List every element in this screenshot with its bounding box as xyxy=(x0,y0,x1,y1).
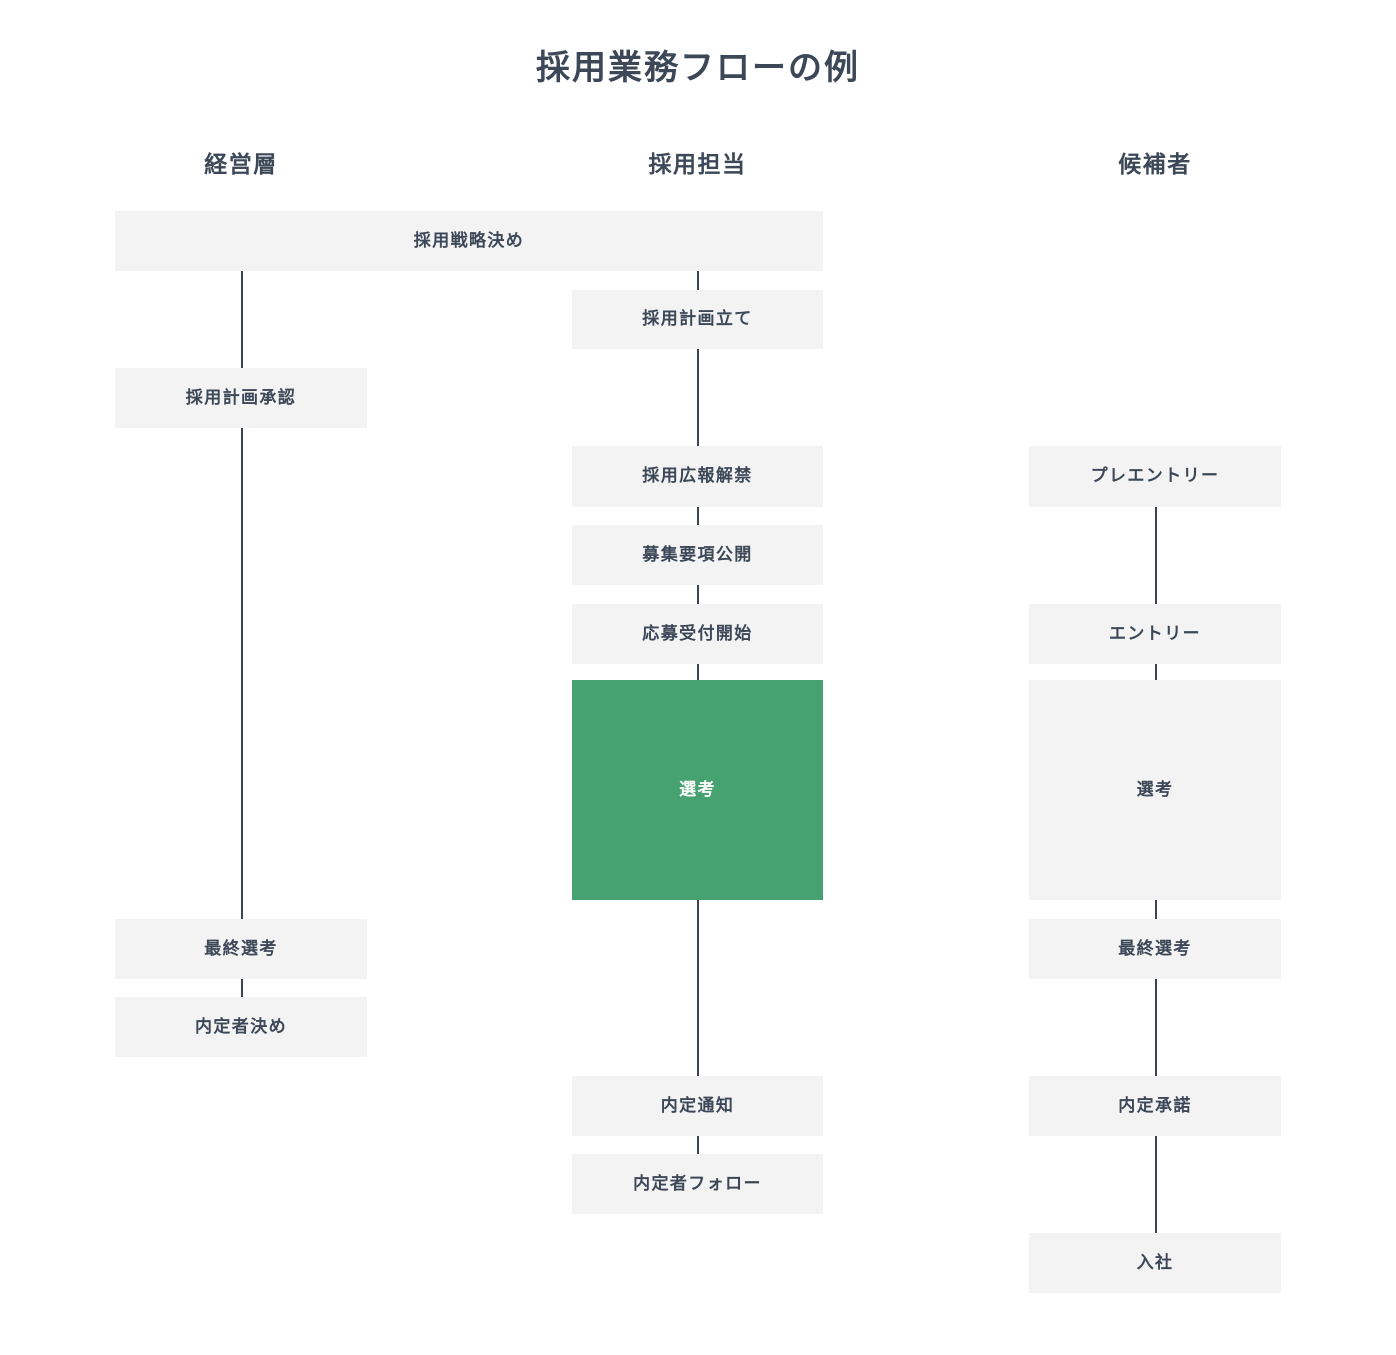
flow-node[interactable]: 入社 xyxy=(1029,1233,1281,1293)
connector-line xyxy=(697,1136,699,1154)
connector-line xyxy=(697,585,699,604)
flow-node[interactable]: 内定者決め xyxy=(115,997,367,1057)
flow-node[interactable]: 最終選考 xyxy=(115,919,367,979)
flow-node[interactable]: 採用広報解禁 xyxy=(572,446,823,507)
connector-line xyxy=(241,979,243,997)
connector-line xyxy=(1155,1136,1157,1233)
flow-node[interactable]: 応募受付開始 xyxy=(572,604,823,664)
connector-line xyxy=(1155,979,1157,1076)
flow-node[interactable]: 内定者フォロー xyxy=(572,1154,823,1214)
lane-header-recruiter: 採用担当 xyxy=(648,151,747,177)
page-title: 採用業務フローの例 xyxy=(536,49,860,87)
connector-line xyxy=(1155,507,1157,604)
flow-node[interactable]: 内定通知 xyxy=(572,1076,823,1136)
connector-line xyxy=(697,900,699,1076)
connector-line xyxy=(241,428,243,919)
connector-line xyxy=(1155,900,1157,919)
connector-line xyxy=(697,349,699,446)
flow-node[interactable]: 募集要項公開 xyxy=(572,525,823,585)
connector-line xyxy=(241,271,243,368)
flow-node[interactable]: 採用計画立て xyxy=(572,290,823,349)
flow-node[interactable]: 選考 xyxy=(1029,680,1281,900)
lane-header-candidate: 候補者 xyxy=(1118,151,1192,177)
connector-line xyxy=(697,664,699,680)
connector-line xyxy=(697,507,699,525)
flow-node[interactable]: 内定承諾 xyxy=(1029,1076,1281,1136)
flow-node[interactable]: プレエントリー xyxy=(1029,446,1281,507)
flow-node[interactable]: 選考 xyxy=(572,680,823,900)
lane-header-management: 経営層 xyxy=(204,151,278,177)
flow-node[interactable]: 採用戦略決め xyxy=(115,211,823,271)
flow-node[interactable]: 採用計画承認 xyxy=(115,368,367,428)
connector-line xyxy=(697,271,699,290)
flow-node[interactable]: 最終選考 xyxy=(1029,919,1281,979)
flow-node[interactable]: エントリー xyxy=(1029,604,1281,664)
connector-line xyxy=(1155,664,1157,680)
